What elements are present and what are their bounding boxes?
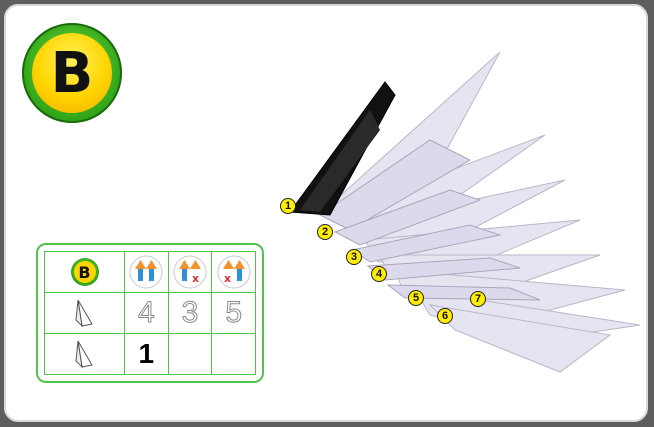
legend-badge-letter: B xyxy=(74,261,96,283)
marker-2: 2 xyxy=(317,224,333,240)
legend-grid: B x xyxy=(44,251,256,375)
marker-3: 3 xyxy=(346,249,362,265)
count-3: 3 xyxy=(169,293,213,334)
legend-badge: B xyxy=(71,258,99,286)
count-5: 5 xyxy=(212,293,256,334)
white-piece-icon xyxy=(74,298,96,328)
marker-5: 5 xyxy=(408,290,424,306)
legend-icon-cell: x xyxy=(169,252,213,293)
svg-text:x: x xyxy=(192,272,199,285)
legend-piece-cell xyxy=(45,334,125,375)
legend-icon-cell: x xyxy=(212,252,256,293)
marker-7: 7 xyxy=(470,291,486,307)
marker-6: 6 xyxy=(437,308,453,324)
arrows-up-cross-right-icon: x xyxy=(173,255,207,289)
empty-cell xyxy=(169,334,213,375)
count-4: 4 xyxy=(125,293,169,334)
arrows-up-cross-left-icon: x xyxy=(217,255,251,289)
empty-cell xyxy=(212,334,256,375)
legend-piece-cell xyxy=(45,293,125,334)
white-piece-icon xyxy=(74,339,96,369)
svg-text:x: x xyxy=(224,272,231,285)
count-1: 1 xyxy=(125,334,169,375)
assembly-legend: B x xyxy=(36,243,264,383)
legend-badge-cell: B xyxy=(45,252,125,293)
marker-1: 1 xyxy=(280,198,296,214)
arrows-up-icon xyxy=(129,255,163,289)
marker-4: 4 xyxy=(371,266,387,282)
legend-icon-cell xyxy=(125,252,169,293)
